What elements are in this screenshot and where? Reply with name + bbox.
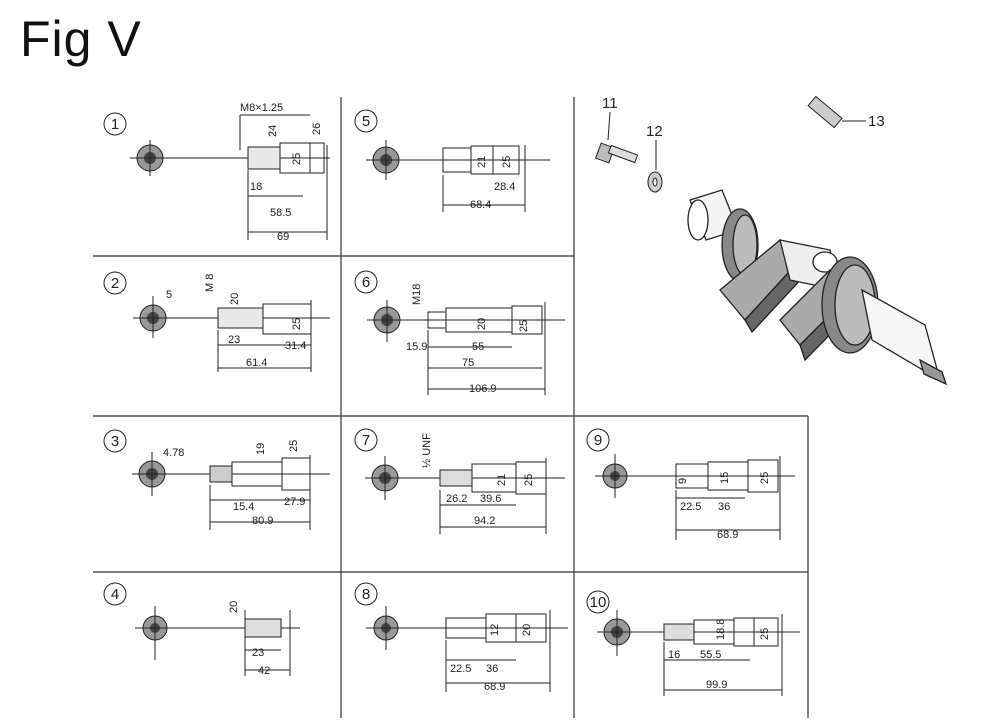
dim-1-25: 25 (291, 153, 303, 165)
dim-9-68.9: 68.9 (717, 529, 738, 541)
part-7-drawing (365, 456, 565, 534)
part-1-drawing (130, 114, 330, 240)
dim-5-25: 25 (501, 156, 513, 168)
dim-5-28.4: 28.4 (494, 181, 515, 193)
dim-3-4.78: 4.78 (163, 447, 184, 459)
callout-10: 10 (586, 590, 610, 614)
part-12-label: 12 (646, 123, 663, 140)
dim-9-36: 36 (718, 501, 730, 513)
part-2-drawing (133, 296, 330, 372)
dim-10-16: 16 (668, 649, 680, 661)
dim-1-thread: M8×1.25 (240, 102, 283, 114)
callout-3: 3 (103, 429, 127, 453)
dim-2-20: 20 (229, 293, 241, 305)
bolt-11-drawing (595, 111, 639, 164)
svg-text:7: 7 (362, 432, 370, 449)
svg-text:2: 2 (111, 275, 119, 292)
dim-6-75: 75 (462, 357, 474, 369)
dim-7-25: 25 (523, 474, 535, 486)
dim-1-58.5: 58.5 (270, 207, 291, 219)
dim-8-36: 36 (486, 663, 498, 675)
callout-8: 8 (354, 582, 378, 606)
figure-title: Fig V (20, 11, 142, 67)
callout-7: 7 (354, 428, 378, 452)
dim-10-99.9: 99.9 (706, 679, 727, 691)
dim-7-unf: ½ UNF (421, 433, 433, 468)
dim-3-80.9: 80.9 (252, 515, 273, 527)
dim-4-42: 42 (258, 665, 270, 677)
dim-5-21: 21 (476, 156, 488, 168)
svg-text:9: 9 (594, 432, 602, 449)
dim-10-25: 25 (759, 628, 771, 640)
dim-2-5: 5 (166, 289, 172, 301)
dim-2-25: 25 (291, 318, 303, 330)
dim-9-15: 15 (719, 472, 731, 484)
part-9-drawing (595, 454, 795, 540)
callout-2: 2 (103, 271, 127, 295)
crankshaft-drawing (687, 189, 948, 386)
dim-7-94.2: 94.2 (474, 515, 495, 527)
part-11-label: 11 (602, 95, 618, 112)
dim-2-61.4: 61.4 (246, 357, 267, 369)
dim-4-20: 20 (228, 601, 240, 613)
dim-6-m18: M18 (411, 284, 423, 305)
grid-lines (93, 97, 809, 718)
washer-12-drawing (647, 140, 663, 193)
dim-1-24: 24 (267, 125, 279, 137)
dim-2-m8: M 8 (204, 274, 216, 292)
dim-6-55: 55 (472, 341, 484, 353)
callout-1: 1 (103, 112, 127, 136)
svg-text:1: 1 (111, 116, 119, 133)
dim-8-22.5: 22.5 (450, 663, 471, 675)
part-6-drawing (367, 300, 565, 395)
dim-5-68.4: 68.4 (470, 199, 491, 211)
dim-10-18.8: 18.8 (715, 619, 727, 640)
dim-1-26: 26 (311, 123, 323, 135)
callout-4: 4 (103, 582, 127, 606)
dim-2-31.4: 31.4 (285, 340, 306, 352)
dim-7-39.6: 39.6 (480, 493, 501, 505)
svg-text:6: 6 (362, 274, 370, 291)
dim-3-19: 19 (255, 443, 267, 455)
dim-8-20: 20 (521, 624, 533, 636)
dim-7-21: 21 (496, 474, 508, 486)
svg-text:4: 4 (111, 586, 119, 603)
dim-9-22.5: 22.5 (680, 501, 701, 513)
part-3-drawing (132, 452, 330, 530)
svg-text:10: 10 (590, 594, 607, 611)
dim-3-15.4: 15.4 (233, 501, 254, 513)
part-5-drawing (366, 140, 550, 212)
svg-text:8: 8 (362, 586, 370, 603)
dim-6-20: 20 (476, 318, 488, 330)
callout-9: 9 (586, 428, 610, 452)
part-8-drawing (366, 606, 568, 692)
dim-1-18: 18 (250, 181, 262, 193)
dim-9-25: 25 (759, 472, 771, 484)
dim-8-68.9: 68.9 (484, 681, 505, 693)
dim-4-23: 23 (252, 647, 264, 659)
part-13-label: 13 (868, 113, 885, 130)
dim-10-55.5: 55.5 (700, 649, 721, 661)
part-10-drawing (597, 610, 800, 696)
callout-6: 6 (354, 270, 378, 294)
part-4-drawing (135, 606, 300, 676)
callout-5: 5 (354, 109, 378, 133)
dim-1-69: 69 (277, 231, 289, 243)
svg-text:5: 5 (362, 113, 370, 130)
dim-2-23: 23 (228, 334, 240, 346)
dim-6-15.9: 15.9 (406, 341, 427, 353)
dim-7-26.2: 26.2 (446, 493, 467, 505)
svg-text:3: 3 (111, 433, 119, 450)
dim-9-9: 9 (677, 478, 689, 484)
dim-6-106.9: 106.9 (469, 383, 497, 395)
dim-3-27.9: 27.9 (284, 496, 305, 508)
dim-6-25: 25 (518, 320, 530, 332)
dim-8-12: 12 (489, 624, 501, 636)
pin-13-drawing (807, 95, 866, 129)
dim-3-25: 25 (288, 440, 300, 452)
